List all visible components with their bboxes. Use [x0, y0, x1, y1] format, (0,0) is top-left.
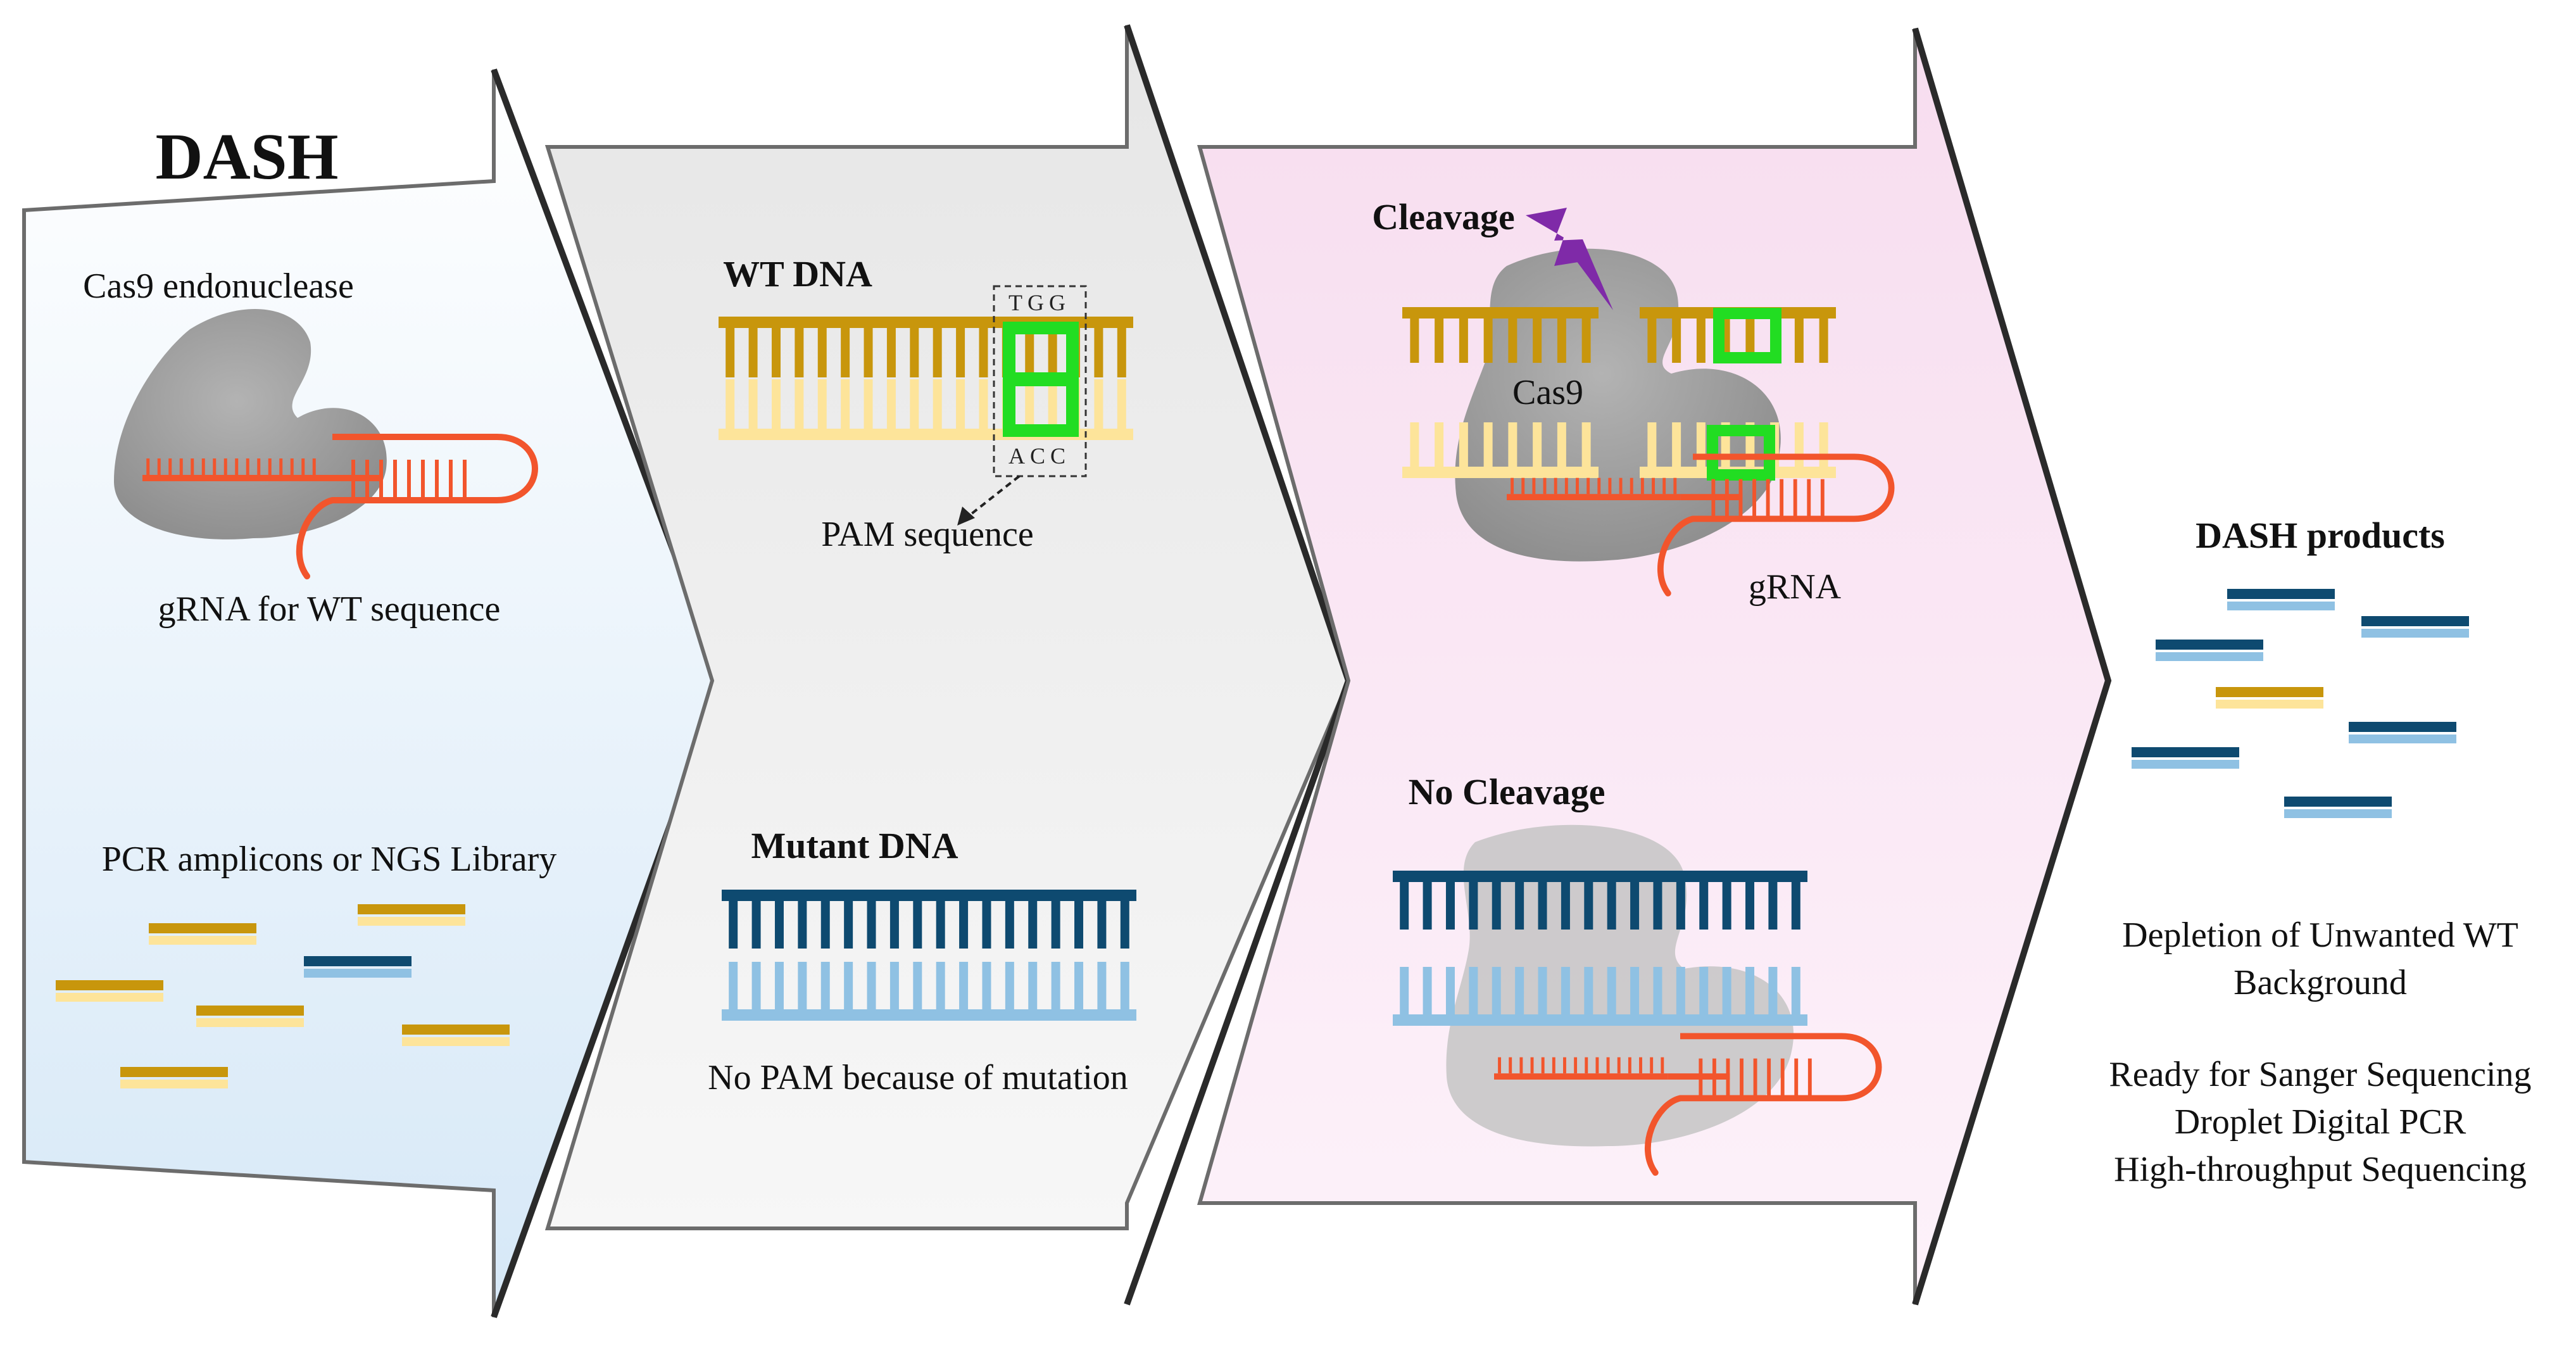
use-ddpcr: Droplet Digital PCR: [2175, 1102, 2466, 1142]
no-cleavage-label: No Cleavage: [1409, 771, 1605, 812]
library-label: PCR amplicons or NGS Library: [102, 840, 557, 879]
uncut-top-strand: [1393, 871, 1807, 930]
product-4: [2216, 687, 2323, 709]
cut-pam-top: [1713, 308, 1781, 363]
product-fragments: [2132, 589, 2469, 818]
mutant-dna-strand: [722, 890, 1136, 1021]
grna-panel3-top: [1507, 453, 1895, 596]
grna-spacer: [1507, 477, 1681, 500]
grna-hairpin: [296, 434, 538, 579]
product-7: [2284, 797, 2392, 818]
cleaved-dna: [1402, 307, 1836, 481]
amplicon-1: [149, 923, 256, 945]
lightning-bolt-icon: [1526, 208, 1613, 310]
grna-panel1: [142, 434, 538, 579]
grna-hairpin: [1657, 453, 1895, 596]
dash-products-title: DASH products: [2196, 515, 2445, 556]
cas9-label: Cas9: [1512, 373, 1583, 412]
amplicon-6: [402, 1025, 510, 1046]
mutant-top-strand: [722, 890, 1136, 949]
grna-spacer: [1494, 1057, 1668, 1080]
depletion-text-line1: Depletion of Unwanted WT: [2122, 916, 2518, 955]
use-sanger: Ready for Sanger Sequencing: [2109, 1055, 2531, 1094]
amplicon-4: [196, 1006, 304, 1027]
amplicon-3: [56, 980, 163, 1002]
cut-left-bottom: [1402, 422, 1599, 478]
cas9-enzyme: [114, 308, 387, 539]
pam-arrow: [957, 475, 1021, 526]
product-2: [2361, 616, 2469, 638]
grna-hairpin: [1645, 1033, 1882, 1176]
product-1: [2227, 589, 2335, 610]
pam-bottom-highlight: [1003, 374, 1079, 437]
cut-pam-bottom: [1707, 425, 1775, 481]
uncut-bottom-strand: [1393, 967, 1807, 1026]
product-3: [2156, 640, 2263, 661]
mutant-bottom-strand: [722, 962, 1136, 1021]
grna-wt-label: gRNA for WT sequence: [158, 590, 501, 629]
wt-dna-title: WT DNA: [723, 253, 872, 294]
pam-box: TGG ACC: [993, 285, 1087, 477]
amplicon-5: [304, 956, 412, 978]
uncut-mutant-dna: [1393, 871, 1807, 1026]
product-5: [2349, 722, 2456, 743]
pam-bottom-sequence: ACC: [1008, 443, 1071, 469]
grna-spacer: [142, 458, 320, 481]
cleavage-label: Cleavage: [1372, 196, 1515, 237]
grna-panel3-bottom: [1494, 1033, 1882, 1176]
wt-dna-strand: [719, 317, 1133, 440]
cut-left-top: [1402, 307, 1599, 363]
pam-top-sequence: TGG: [1008, 290, 1071, 315]
pam-sequence-label: PAM sequence: [821, 515, 1033, 554]
amplicon-library: [56, 904, 510, 1088]
amplicon-2: [358, 904, 465, 926]
grna-label: gRNA: [1749, 567, 1842, 607]
depletion-text-line2: Background: [2234, 963, 2407, 1002]
use-ngs: High-throughput Sequencing: [2114, 1150, 2527, 1189]
dash-title: DASH: [156, 120, 339, 193]
no-pam-label: No PAM because of mutation: [708, 1058, 1128, 1097]
cas9-endonuclease-label: Cas9 endonuclease: [83, 267, 354, 306]
cut-right-top: [1640, 307, 1836, 363]
amplicon-7: [120, 1067, 228, 1088]
mutant-dna-title: Mutant DNA: [751, 825, 958, 866]
product-6: [2132, 747, 2239, 769]
